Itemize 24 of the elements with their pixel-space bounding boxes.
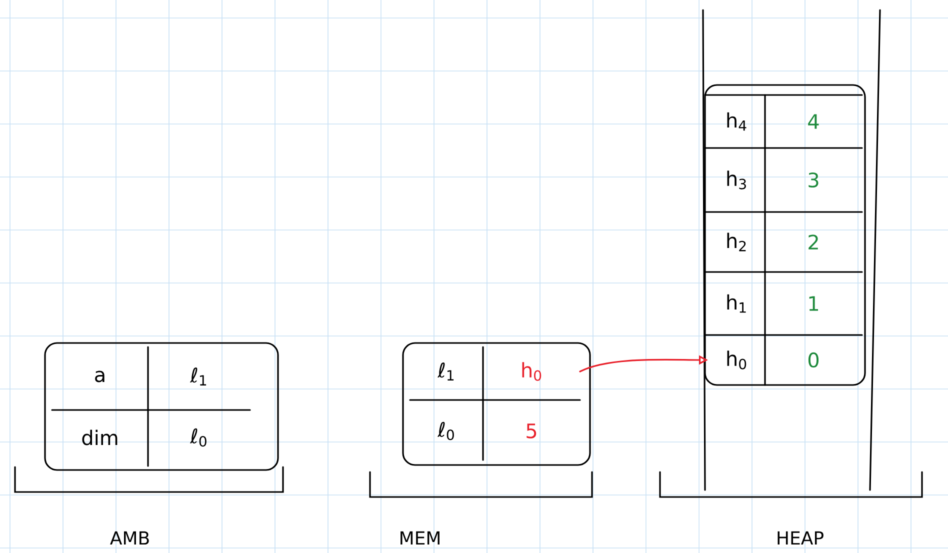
table-cell: h$_{2}$ (727, 232, 746, 252)
table-cell: a (95, 370, 104, 382)
table-box (704, 84, 866, 386)
table-box (44, 342, 279, 471)
table-cell: 2 (808, 234, 818, 250)
table-cell: 3 (808, 172, 818, 188)
table-cell: h$_{3}$ (727, 170, 746, 190)
table-cell: 1 (809, 296, 818, 311)
stack-label: HEAP (778, 531, 824, 545)
table-cell: dim (82, 430, 118, 446)
table-cell: 0 (808, 352, 819, 368)
table-cell: ℓ$_{1}$ (437, 362, 454, 380)
table-cell: ℓ$_{0}$ (190, 428, 206, 447)
table-cell: h$_{1}$ (727, 294, 746, 313)
stack-label: AMB (110, 531, 149, 545)
table-cell: ℓ$_{0}$ (437, 422, 454, 440)
table-box (402, 342, 591, 466)
table-cell: h$_{4}$ (727, 112, 746, 131)
table-cell: h$_{0}$ (727, 350, 746, 370)
table-cell: h$_{0}$ (522, 362, 542, 381)
table-cell: 5 (526, 424, 536, 438)
stack-label: MEM (400, 531, 440, 545)
table-cell: 4 (808, 114, 819, 129)
table-cell: ℓ$_{1}$ (190, 368, 206, 386)
